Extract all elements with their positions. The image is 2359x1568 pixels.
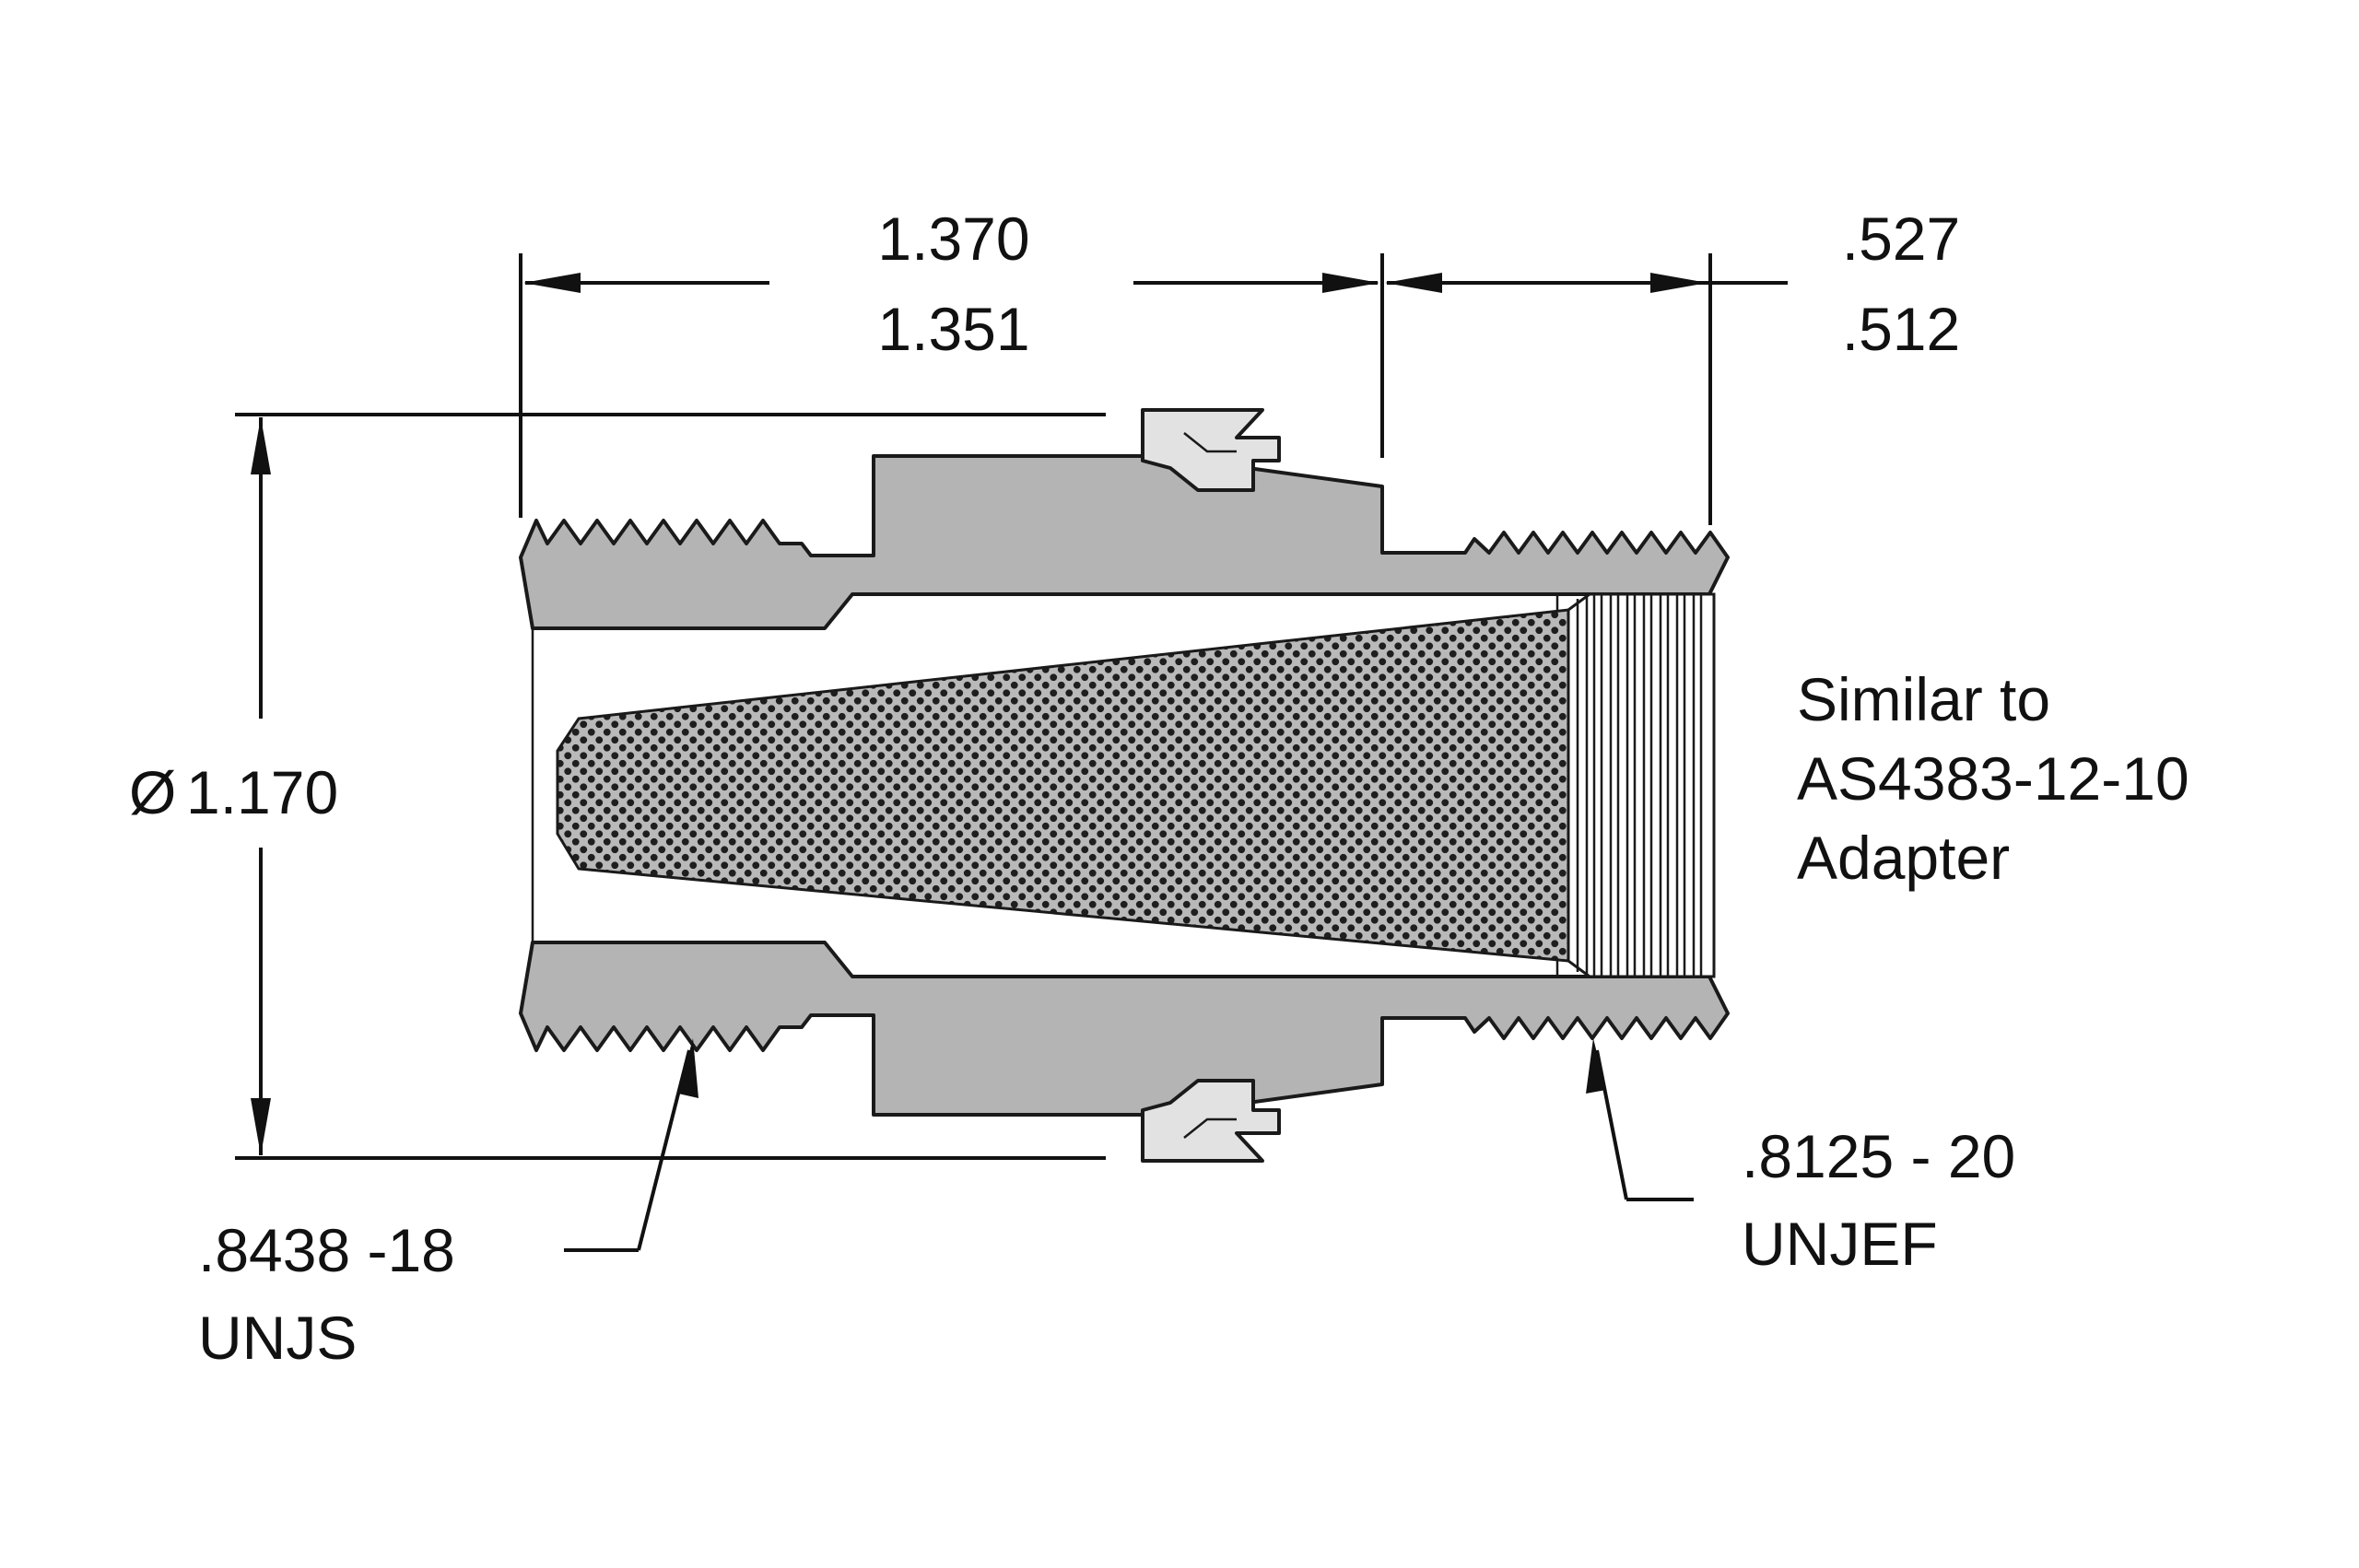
end-length-min-label: .512 xyxy=(1842,295,1960,363)
internal-thread-region xyxy=(1567,592,1716,978)
upper-lock-nut xyxy=(1141,408,1281,492)
dimension-end-length xyxy=(1385,253,1788,525)
end-length-max-label: .527 xyxy=(1842,205,1960,273)
note-line-3: Adapter xyxy=(1797,824,2010,892)
upper-lock-nut-notch xyxy=(1183,432,1237,453)
length-min-label: 1.351 xyxy=(877,295,1029,363)
dimension-length xyxy=(519,253,1384,518)
conical-filter-screen xyxy=(556,608,1570,963)
note-line-1: Similar to xyxy=(1797,665,2050,733)
adapter-body-lower-wall xyxy=(519,941,1730,1117)
left-thread-type-label: UNJS xyxy=(198,1304,357,1372)
lower-lock-nut xyxy=(1141,1079,1281,1163)
diameter-value-label: 1.170 xyxy=(186,758,338,826)
adapter-body-upper-wall xyxy=(519,454,1730,630)
diameter-symbol: Ø xyxy=(129,758,176,826)
note-line-2: AS4383-12-10 xyxy=(1797,744,2189,813)
dimension-diameter xyxy=(235,413,1106,1160)
right-thread-type-label: UNJEF xyxy=(1742,1210,1938,1278)
leader-right-thread xyxy=(1586,1038,1694,1201)
lower-lock-nut-notch xyxy=(1183,1117,1237,1139)
right-thread-size-label: .8125 - 20 xyxy=(1742,1122,2015,1190)
length-max-label: 1.370 xyxy=(877,205,1029,273)
left-thread-size-label: .8438 -18 xyxy=(198,1216,455,1284)
leader-left-thread xyxy=(564,1038,698,1252)
